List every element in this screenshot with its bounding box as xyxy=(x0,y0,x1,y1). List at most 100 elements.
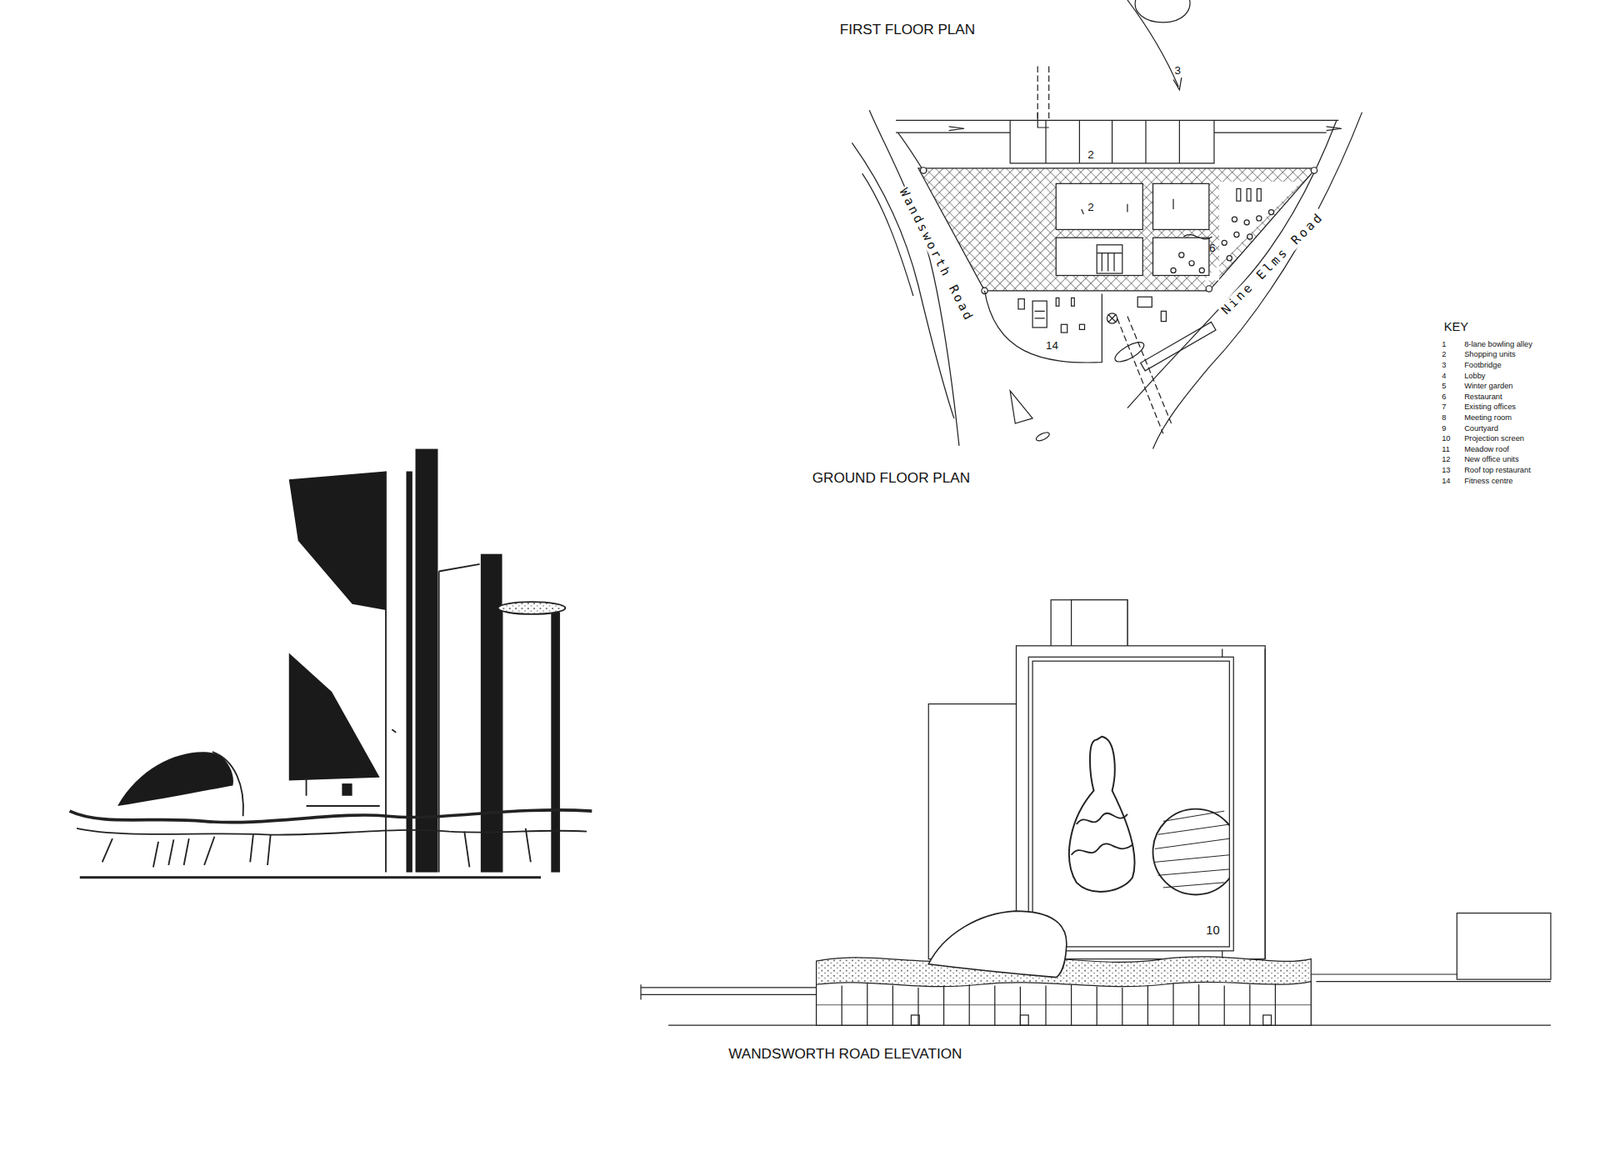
key-entry: 6 xyxy=(1441,392,1446,401)
key-entry: Meadow roof xyxy=(1464,445,1510,454)
drawing-rect xyxy=(1096,245,1123,274)
drawing-polygon xyxy=(1010,390,1033,424)
drawing-rect xyxy=(1140,321,1216,371)
drawing-path xyxy=(1155,810,1230,888)
drawing-path xyxy=(1108,314,1117,323)
drawing-rect xyxy=(480,554,503,873)
drawing-path xyxy=(102,828,531,868)
drawing-g xyxy=(1153,809,1230,895)
drawing-label: 2 xyxy=(1087,149,1094,162)
drawing-rect xyxy=(910,1015,920,1025)
perspective-sketch xyxy=(117,449,560,873)
key-entry: Existing offices xyxy=(1464,402,1516,411)
drawing-path xyxy=(1183,235,1212,240)
perspective-lines xyxy=(70,471,593,878)
drawing-rect xyxy=(1020,1015,1029,1025)
drawing-ellipse xyxy=(1035,430,1051,443)
drawing-path xyxy=(306,777,380,806)
drawing-rect xyxy=(1028,656,1234,951)
drawing-rect xyxy=(1050,600,1128,654)
key-entry: Winter garden xyxy=(1464,381,1513,390)
key-entry: 14 xyxy=(1441,476,1450,485)
drawing-path xyxy=(391,729,396,733)
drawing-rect xyxy=(1071,297,1075,306)
key-entry: Restaurant xyxy=(1464,392,1502,401)
drawing-rect xyxy=(415,449,439,873)
drawing-circle xyxy=(1170,267,1176,273)
key-entry: Projection screen xyxy=(1464,434,1525,443)
drawing-path xyxy=(212,751,244,816)
key-entry: 5 xyxy=(1441,381,1446,390)
key-entry: Roof top restaurant xyxy=(1464,465,1531,475)
drawing-label: 14 xyxy=(1045,340,1059,353)
drawing-ellipse xyxy=(498,601,566,615)
key-entry: 12 xyxy=(1441,455,1450,464)
drawing-path xyxy=(1135,0,1190,23)
drawing-circle xyxy=(1106,313,1117,324)
drawing-circle xyxy=(1247,234,1253,240)
drawing-circle xyxy=(1310,167,1317,174)
drawing-path xyxy=(640,984,817,1000)
drawing-rect xyxy=(1018,299,1025,310)
drawing-polygon xyxy=(289,471,386,610)
key-entry: 11 xyxy=(1441,445,1450,454)
key-entry: Fitness centre xyxy=(1464,476,1513,485)
drawing-label: 6 xyxy=(1209,242,1215,255)
drawing-rect xyxy=(1256,188,1261,201)
drawing-path xyxy=(1069,736,1135,892)
drawing-rect xyxy=(1246,188,1251,201)
drawing-path xyxy=(1326,126,1342,131)
drawing-rect xyxy=(550,610,560,873)
drawing-circle xyxy=(1205,285,1212,292)
drawing-g xyxy=(1170,188,1275,273)
key-entry: Footbridge xyxy=(1464,360,1501,370)
drawing-circle xyxy=(1234,231,1240,237)
drawing-path xyxy=(502,610,560,873)
drawing-rect xyxy=(1016,645,1266,960)
drawing-rect xyxy=(1236,188,1241,201)
key-entry: Meeting room xyxy=(1464,413,1512,422)
drawing-circle xyxy=(1244,220,1250,225)
drawing-circle xyxy=(920,167,926,174)
drawing-rect xyxy=(1060,324,1067,333)
key-entry: 8 xyxy=(1441,413,1446,422)
key-entry: New office units xyxy=(1464,455,1519,464)
drawing-rect xyxy=(1071,600,1128,654)
drawing-polygon xyxy=(1204,181,1301,281)
drawing-path xyxy=(816,981,1312,1026)
drawing-path xyxy=(80,875,541,879)
drawing-path xyxy=(1173,77,1182,90)
drawing-rect xyxy=(1055,237,1143,275)
drawing-label: GROUND FLOOR PLAN xyxy=(812,470,970,486)
drawing-label: 2 xyxy=(1087,201,1094,215)
drawing-circle xyxy=(1226,255,1232,261)
key-entry: Shopping units xyxy=(1464,350,1516,359)
drawing-path xyxy=(1037,66,1049,121)
drawing-path xyxy=(76,828,587,835)
drawing-rect xyxy=(1137,296,1152,307)
key-entry: Lobby xyxy=(1464,371,1485,380)
key-entry: 7 xyxy=(1441,402,1446,411)
drawing-circle xyxy=(1199,267,1205,273)
key-entry: 13 xyxy=(1441,465,1450,475)
drawing-circle xyxy=(1179,252,1185,258)
key-entry: Courtyard xyxy=(1464,424,1499,433)
drawing-label: FIRST FLOOR PLAN xyxy=(840,21,975,38)
drawing-circle xyxy=(1189,260,1195,266)
drawing-path xyxy=(841,983,1275,1025)
key-entry: 4 xyxy=(1441,371,1446,380)
drawing-path xyxy=(895,120,1339,133)
drawing-path xyxy=(816,1004,1312,1005)
drawing-rect xyxy=(1263,1015,1272,1025)
drawing-circle xyxy=(1153,809,1230,895)
drawing-polygon xyxy=(289,652,380,780)
drawing-path xyxy=(1096,253,1123,272)
drawing-label: KEY xyxy=(1444,320,1469,334)
drawing-rect xyxy=(1456,913,1551,980)
drawing-ellipse xyxy=(1112,338,1147,365)
drawing-rect xyxy=(406,471,413,873)
drawing-path xyxy=(928,910,1067,978)
drawing-path xyxy=(949,126,965,131)
drawing-rect xyxy=(1153,237,1210,275)
